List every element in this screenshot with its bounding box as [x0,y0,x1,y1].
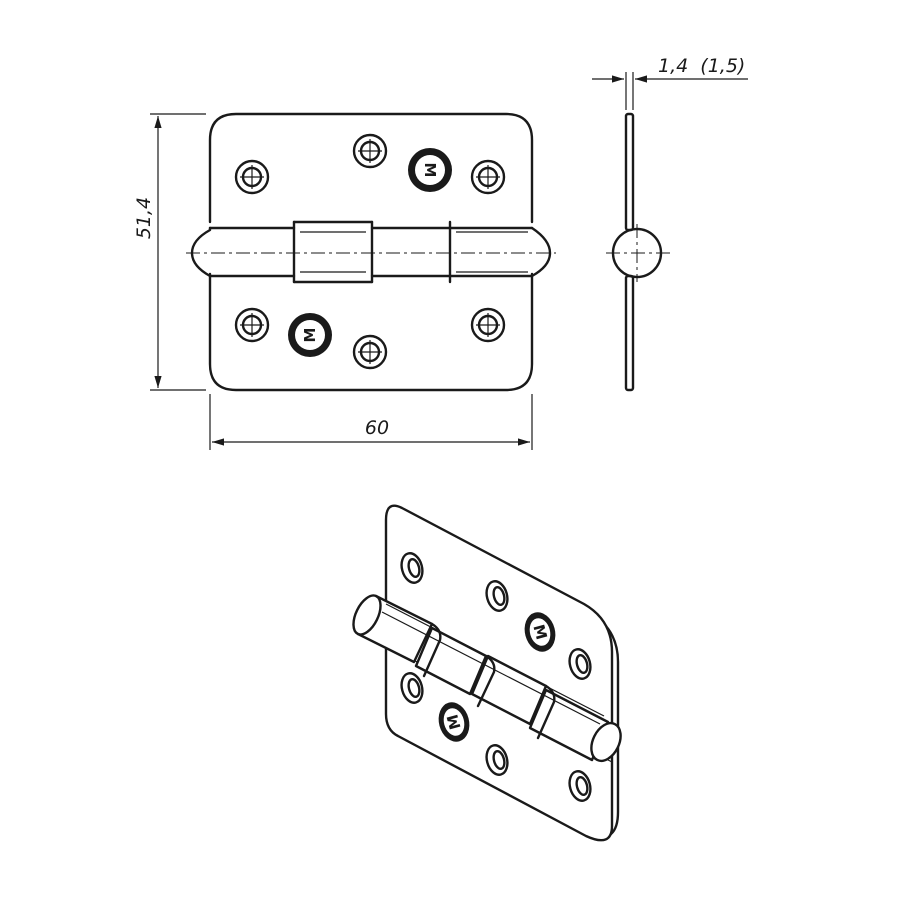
svg-text:M: M [443,712,464,731]
top-leaf-outline [208,112,534,224]
hole-bottom-left [234,307,270,343]
logo-mark-bottom: M [288,313,332,357]
dimension-thickness: 1,4 (1,5) [592,55,748,110]
svg-text:M: M [421,163,439,178]
iso-holes-upper [400,552,592,680]
hole-bottom-right [470,307,506,343]
hole-top-middle [352,133,388,169]
hole-top-left [234,159,270,195]
logo-mark-top: M [408,148,452,192]
side-view: 1,4 (1,5) [592,55,748,392]
hole-top-right [470,159,506,195]
dimension-height: 51,4 [133,113,206,391]
dimension-thickness-label: 1,4 (1,5) [658,55,745,77]
front-view: M M 51,4 60 [133,112,556,450]
bottom-leaf-outline [208,272,534,392]
iso-logo-upper: M [524,612,556,652]
isometric-view: M M [352,504,622,842]
svg-text:M: M [529,622,550,641]
iso-barrel [352,594,622,763]
dimension-width-label: 60 [365,417,389,439]
iso-logo-lower: M [438,702,470,742]
knuckle-band [186,220,556,284]
iso-holes-lower [400,672,592,802]
hole-bottom-middle [352,334,388,370]
svg-text:M: M [301,328,319,343]
dimension-height-label: 51,4 [133,197,155,239]
dimension-width: 60 [209,394,533,450]
